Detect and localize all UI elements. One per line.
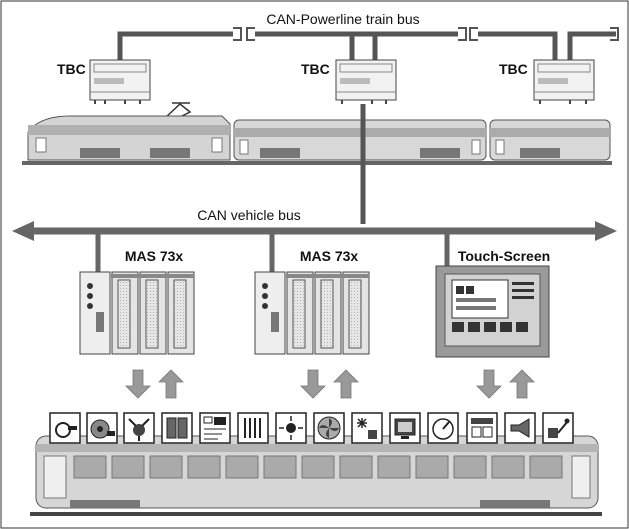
air-conditioning-icon <box>351 412 383 444</box>
tbc-label: TBC <box>499 61 528 77</box>
brake-icon <box>49 412 81 444</box>
wheel-icon <box>86 412 118 444</box>
passenger-car <box>30 435 602 516</box>
tbc-unit <box>533 59 595 104</box>
vehicle-bus-label: CAN vehicle bus <box>197 207 301 223</box>
door-icon <box>161 412 193 444</box>
subsystem-icon-row <box>49 412 574 444</box>
tbc-label: TBC <box>301 61 330 77</box>
tbc-unit <box>335 59 397 104</box>
mas-73x-label: MAS 73x <box>125 248 184 264</box>
display-icon <box>389 412 421 444</box>
passenger-info-icon <box>466 412 498 444</box>
axle-icon <box>123 412 155 444</box>
mas-73x-module <box>79 271 195 355</box>
control-panel-icon <box>199 412 231 444</box>
fan-icon <box>313 412 345 444</box>
train-bus <box>117 27 619 60</box>
data-flow-arrows <box>125 369 535 399</box>
gauge-icon <box>427 412 459 444</box>
mas-73x-label: MAS 73x <box>300 248 359 264</box>
vehicle-bus <box>12 221 617 272</box>
tbc-unit <box>89 59 151 104</box>
mas-73x-module <box>254 271 370 355</box>
heater-icon <box>237 412 269 444</box>
top-train <box>22 102 612 165</box>
tbc-label: TBC <box>57 61 86 77</box>
power-supply-icon <box>542 412 574 444</box>
touch-screen-panel <box>435 265 550 358</box>
train-bus-label: CAN-Powerline train bus <box>266 11 419 27</box>
lighting-icon <box>275 412 307 444</box>
horn-icon <box>504 412 536 444</box>
touch-screen-label: Touch-Screen <box>458 248 550 264</box>
